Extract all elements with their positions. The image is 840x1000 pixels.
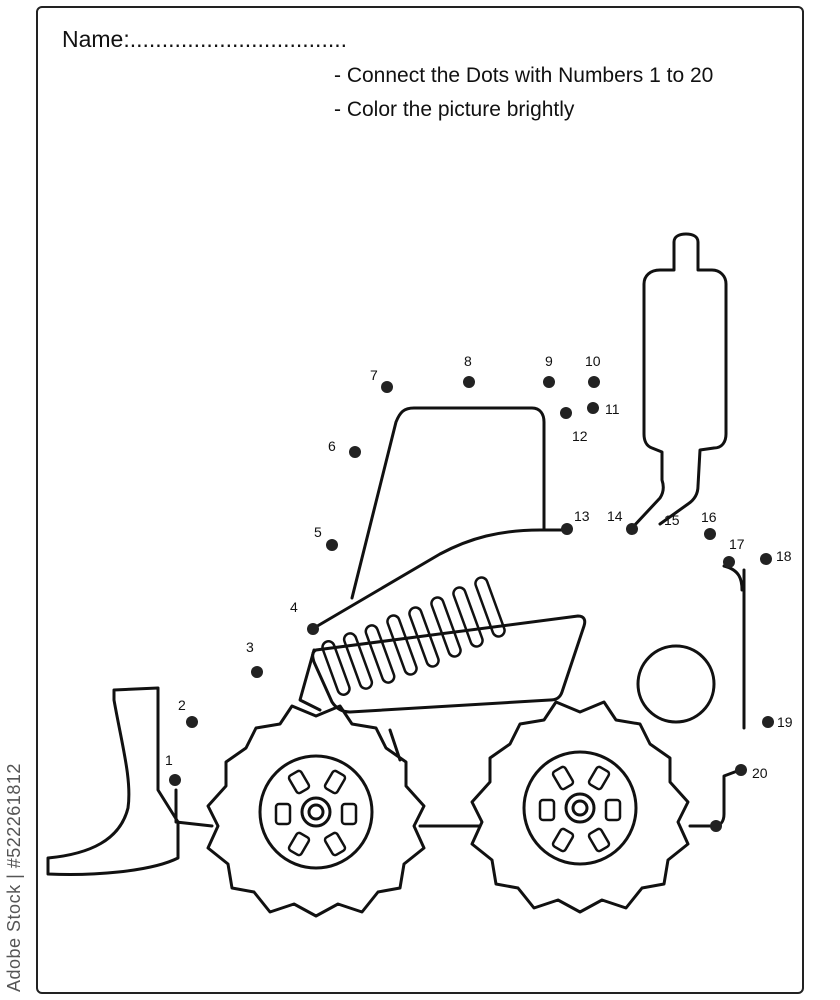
worksheet-frame (36, 6, 804, 994)
dot-label-15: 15 (664, 512, 680, 528)
dot-6 (349, 446, 361, 458)
body-rear-connector (722, 564, 744, 592)
dot-label-4: 4 (290, 599, 298, 615)
dot-19 (762, 716, 774, 728)
dot-label-6: 6 (328, 438, 336, 454)
wheel-rim-slots (274, 765, 622, 857)
dot-label-14: 14 (607, 508, 623, 524)
stock-watermark: Adobe Stock | #522261812 (4, 763, 24, 992)
rear-wheel-rim (522, 750, 638, 866)
dot-label-2: 2 (178, 697, 186, 713)
dot-label-12: 12 (572, 428, 588, 444)
dot-label-17: 17 (729, 536, 745, 552)
dot-1 (169, 774, 181, 786)
instruction-connect-dots: - Connect the Dots with Numbers 1 to 20 (334, 64, 714, 87)
dot-13 (561, 523, 573, 535)
name-field-label: Name:.................................. (62, 26, 348, 52)
front-wheel-hub (300, 796, 332, 828)
dot-label-20: 20 (752, 765, 768, 781)
dot-label-8: 8 (464, 353, 472, 369)
grille-slats (321, 576, 506, 696)
dot-label-19: 19 (777, 714, 793, 730)
dot-12 (560, 407, 572, 419)
bucket-arm (174, 788, 214, 828)
instruction-color-picture: - Color the picture brightly (334, 98, 575, 121)
rear-wheel-hub (564, 792, 596, 824)
dot-8 (463, 376, 475, 388)
dot-label-1: 1 (165, 752, 173, 768)
headlight-circle (636, 644, 716, 724)
dot-14 (626, 523, 638, 535)
dot-label-11: 11 (605, 401, 620, 417)
rear-wheel-hub-inner (571, 799, 589, 817)
dot-label-13: 13 (574, 508, 590, 524)
dot-18 (760, 553, 772, 565)
dot-4 (307, 623, 319, 635)
chassis-end-dot (710, 820, 722, 832)
front-wheel-tread (206, 704, 426, 918)
numbered-dots: 1 2 3 4 5 6 7 8 9 10 11 12 13 14 15 16 1… (165, 353, 793, 832)
rear-wheel-tread (470, 700, 690, 914)
dot-2 (186, 716, 198, 728)
body-left-edge (298, 648, 322, 712)
exhaust-pipe (630, 232, 728, 530)
front-wheel-hub-inner (307, 803, 325, 821)
dot-5 (326, 539, 338, 551)
dot-label-7: 7 (370, 367, 378, 383)
dot-16 (704, 528, 716, 540)
dot-7 (381, 381, 393, 393)
dot-label-9: 9 (545, 353, 553, 369)
dot-label-18: 18 (776, 548, 792, 564)
dot-9 (543, 376, 555, 388)
dot-label-5: 5 (314, 524, 322, 540)
dot-17 (723, 556, 735, 568)
cab-outline (350, 406, 546, 600)
dot-3 (251, 666, 263, 678)
chassis-rear (688, 768, 742, 828)
engine-hood (312, 528, 568, 630)
dot-label-3: 3 (246, 639, 254, 655)
front-wheel-rim (258, 754, 374, 870)
dot-11 (587, 402, 599, 414)
dot-20 (735, 764, 747, 776)
dot-label-10: 10 (585, 353, 601, 369)
dot-10 (588, 376, 600, 388)
bucket-outline (46, 686, 180, 876)
dot-label-16: 16 (701, 509, 717, 525)
